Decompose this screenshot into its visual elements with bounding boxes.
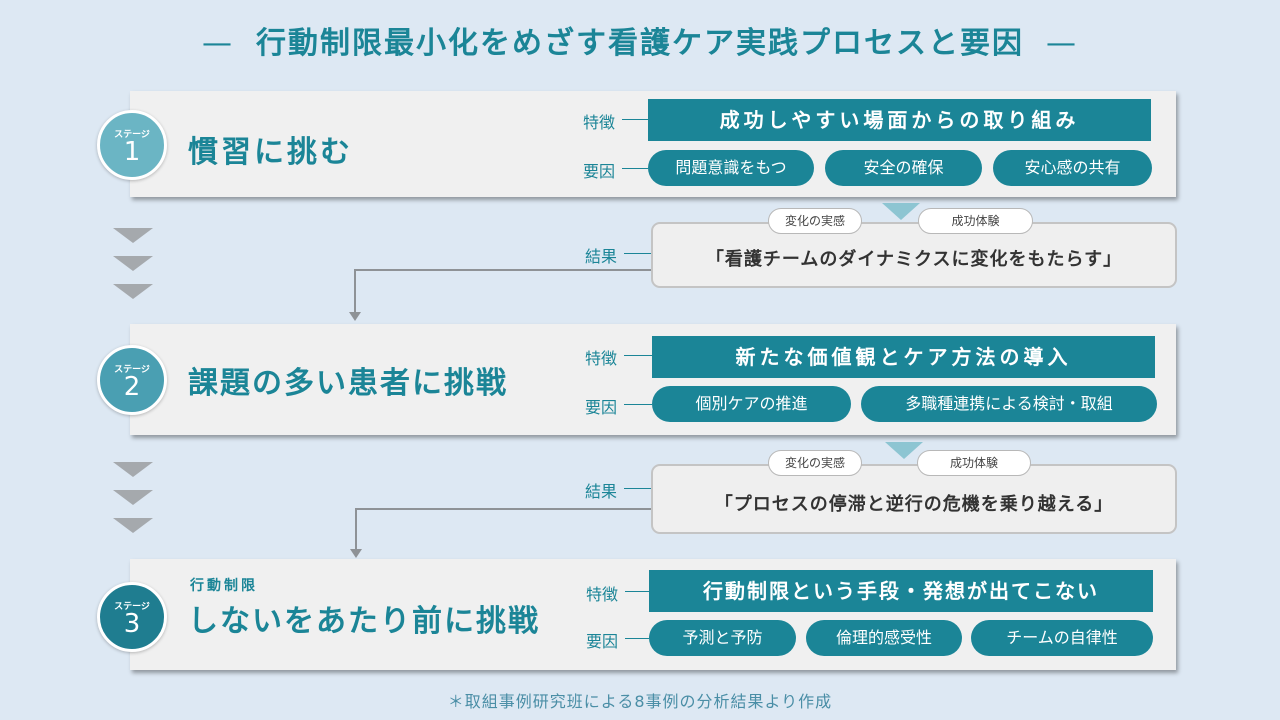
factor-label: 要因 <box>585 398 618 417</box>
result-label: 結果 <box>585 247 618 266</box>
result-tag: 成功体験 <box>917 450 1031 476</box>
connector-arrow-1 <box>354 269 651 314</box>
result-text: 「プロセスの停滞と逆行の危機を乗り越える」 <box>714 494 1114 515</box>
chevron-down-icon <box>113 518 153 533</box>
factor-pill: 予測と予防 <box>649 620 796 656</box>
factor-pill: 安心感の共有 <box>993 150 1152 186</box>
stage-name-1: 慣習に挑む <box>188 135 353 170</box>
title-dash-left: — <box>202 26 234 61</box>
stage-label: ステージ <box>114 130 150 140</box>
feature-label-line <box>625 591 649 592</box>
result-label-line <box>624 253 651 254</box>
stage-name-2: 課題の多い患者に挑戦 <box>188 366 508 401</box>
stage-2-feature: 新たな価値観とケア方法の導入 <box>652 336 1155 378</box>
chevron-down-icon <box>113 490 153 505</box>
stage-circle-2: ステージ 2 <box>97 345 167 415</box>
result-arrow-icon <box>885 442 923 459</box>
factor-label: 要因 <box>586 632 619 651</box>
title-text: 行動制限最小化をめざす看護ケア実践プロセスと要因 <box>256 26 1024 61</box>
result-box-2: 「プロセスの停滞と逆行の危機を乗り越える」 <box>651 464 1177 534</box>
connector-arrow-2 <box>355 508 651 551</box>
footnote: ＊取組事例研究班による8事例の分析結果より作成 <box>447 692 833 711</box>
chevron-down-icon <box>113 462 153 477</box>
chevron-down-icon <box>113 256 153 271</box>
connector-arrow-2-head <box>350 549 362 558</box>
chevron-down-icon <box>113 228 153 243</box>
factor-label-line <box>624 404 652 405</box>
stage-number: 1 <box>123 137 141 167</box>
stage-label: ステージ <box>114 365 150 375</box>
stage-name-3: しないをあたり前に挑戦 <box>188 604 540 639</box>
result-label-line <box>624 488 651 489</box>
factor-label-line <box>625 638 649 639</box>
factor-pill: 個別ケアの推進 <box>652 386 851 422</box>
result-tag: 成功体験 <box>918 208 1033 234</box>
result-text: 「看護チームのダイナミクスに変化をもたらす」 <box>705 249 1123 270</box>
factor-pill: チームの自律性 <box>971 620 1153 656</box>
page-title: — 行動制限最小化をめざす看護ケア実践プロセスと要因 — <box>0 18 1280 62</box>
result-arrow-icon <box>882 203 920 220</box>
feature-label: 特徴 <box>586 585 619 604</box>
stage-name-prefix: 行動制限 <box>190 578 258 594</box>
stage-3-feature: 行動制限という手段・発想が出てこない <box>649 570 1153 612</box>
stage-circle-3: ステージ 3 <box>97 582 167 652</box>
result-tag: 変化の実感 <box>768 450 862 476</box>
chevron-down-icon <box>113 284 153 299</box>
factor-pill: 問題意識をもつ <box>648 150 814 186</box>
factor-label: 要因 <box>583 162 616 181</box>
result-box-1: 「看護チームのダイナミクスに変化をもたらす」 <box>651 222 1177 288</box>
stage-number: 3 <box>123 609 141 639</box>
factor-label-line <box>622 168 648 169</box>
factor-pill: 安全の確保 <box>825 150 982 186</box>
title-dash-right: — <box>1046 26 1078 61</box>
factor-pill: 多職種連携による検討・取組 <box>861 386 1157 422</box>
feature-label-line <box>624 355 652 356</box>
factor-pill: 倫理的感受性 <box>806 620 962 656</box>
feature-label: 特徴 <box>583 113 616 132</box>
feature-label: 特徴 <box>585 349 618 368</box>
stage-1-feature: 成功しやすい場面からの取り組み <box>648 99 1151 141</box>
feature-label-line <box>622 119 648 120</box>
result-label: 結果 <box>585 482 618 501</box>
stage-number: 2 <box>123 372 141 402</box>
connector-arrow-1-head <box>349 312 361 321</box>
stage-label: ステージ <box>114 602 150 612</box>
result-tag: 変化の実感 <box>768 208 862 234</box>
stage-circle-1: ステージ 1 <box>97 110 167 180</box>
